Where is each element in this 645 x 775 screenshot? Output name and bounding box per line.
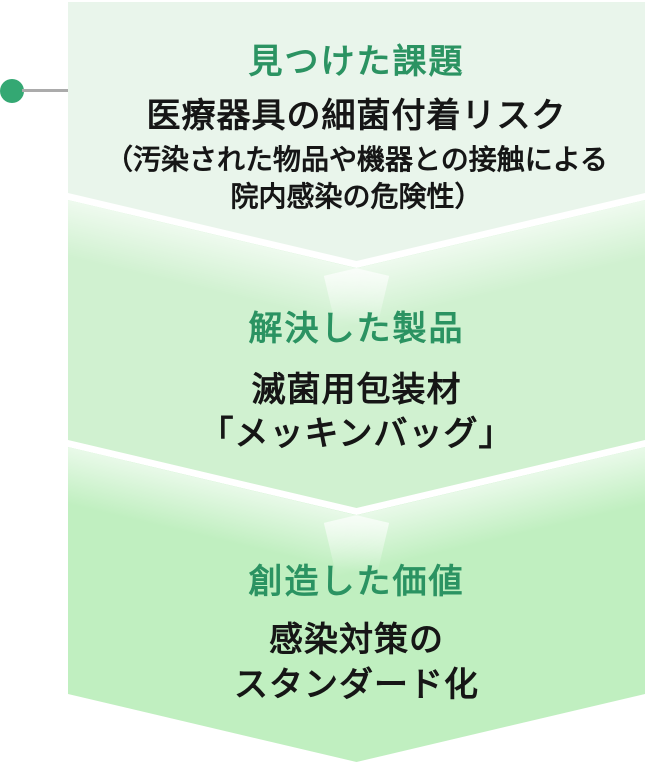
step-2-content: 解決した製品 滅菌用包装材 「メッキンバッグ」 xyxy=(68,310,645,456)
title-line-2: スタンダード化 xyxy=(234,666,479,704)
title-line-2: 「メッキンバッグ」 xyxy=(199,415,514,453)
step-1-title: 医療器具の細菌付着リスク xyxy=(146,97,567,135)
step-1-note: （汚染された物品や機器との接触による 院内感染の危険性） xyxy=(68,141,645,215)
title-line-1: 滅菌用包装材 xyxy=(251,371,462,409)
step-3-title: 感染対策の スタンダード化 xyxy=(68,618,645,708)
timeline-connector-line xyxy=(22,89,68,92)
step-3-content: 創造した価値 感染対策の スタンダード化 xyxy=(68,563,645,708)
step-1-heading: 見つけた課題 xyxy=(248,43,465,81)
step-3-heading: 創造した価値 xyxy=(248,563,465,601)
step-2-title: 滅菌用包装材 「メッキンバッグ」 xyxy=(68,368,645,456)
title-line-1: 感染対策の xyxy=(269,621,444,659)
step-1-content: 見つけた課題 医療器具の細菌付着リスク （汚染された物品や機器との接触による 院… xyxy=(68,43,645,215)
note-line-2: 院内感染の危険性） xyxy=(230,181,483,212)
chevron-stack: 見つけた課題 医療器具の細菌付着リスク （汚染された物品や機器との接触による 院… xyxy=(68,2,645,773)
timeline-dot-icon xyxy=(0,79,24,103)
note-line-1: （汚染された物品や機器との接触による xyxy=(105,144,608,175)
step-2-heading: 解決した製品 xyxy=(248,310,465,348)
